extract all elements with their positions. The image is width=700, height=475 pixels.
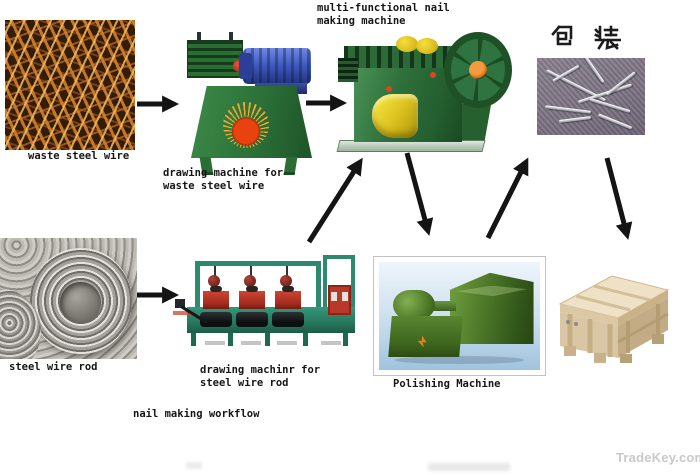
counterweight-ball: [280, 275, 292, 287]
machine-leg: [265, 333, 270, 346]
machine-leg: [228, 333, 233, 346]
motor: [393, 290, 436, 321]
steel-wire-rod-photo: [0, 238, 137, 359]
nail-machine-label: multi-functional nail making machine: [317, 2, 450, 27]
ground-shadow: [395, 355, 524, 364]
waste-steel-wire-photo: [5, 20, 135, 150]
nail-chute: [372, 94, 418, 138]
hanger-stem: [214, 266, 216, 276]
die-block: [239, 286, 265, 309]
drawing-drum: [236, 312, 268, 327]
packing-label-glyphs: [551, 25, 621, 50]
faint-watermark-smudge: [186, 462, 202, 469]
model-tag: [205, 341, 225, 345]
machine-leg: [303, 333, 308, 346]
red-knob: [386, 86, 392, 92]
drawing-machine-waste-graphic: [185, 28, 318, 175]
nail-making-machine-graphic: [336, 30, 512, 154]
polishing-drum: [449, 272, 534, 345]
red-knob: [430, 72, 436, 78]
arrow-drawingrod-to-nailmachine: [306, 157, 363, 244]
model-tag: [241, 341, 261, 345]
red-marking: [173, 311, 195, 315]
drawing-machine-rod-graphic: [173, 255, 358, 351]
takeup-spooler: [328, 285, 351, 315]
drawing-drum: [272, 312, 304, 327]
roller-unit: [187, 32, 243, 78]
die-block: [275, 286, 301, 309]
waste-steel-wire-label: waste steel wire: [28, 150, 130, 162]
die-block: [203, 286, 229, 309]
polishing-machine-graphic: [373, 256, 546, 376]
faint-watermark-smudge: [428, 463, 510, 471]
gantry-post: [316, 261, 321, 311]
drawing-machine-rod-label: drawing machinr for steel wire rod: [200, 364, 321, 389]
counterweight-ball: [208, 275, 220, 287]
motor: [239, 48, 311, 84]
yellow-cap: [416, 38, 438, 54]
machine-top-mechanism: [344, 46, 470, 68]
arrow-nails-to-crate: [604, 157, 633, 240]
gantry-post: [195, 261, 200, 311]
packing-crate-graphic: [558, 275, 670, 363]
gantry-bar: [195, 261, 321, 266]
arrow-polishing-to-nails: [485, 157, 529, 240]
hanger-stem: [250, 266, 252, 276]
hanger-stem: [286, 266, 288, 276]
flywheel: [444, 32, 512, 108]
logo-spark: [417, 335, 427, 348]
model-tag: [277, 341, 297, 345]
polishing-machine-label: Polishing Machine: [393, 378, 501, 390]
wire-coil-hole: [60, 281, 102, 323]
drawing-drum: [200, 312, 232, 327]
counterweight-ball: [244, 275, 256, 287]
sunrise-emblem: [223, 102, 269, 148]
model-tag: [321, 341, 341, 345]
flywheel-hub: [469, 61, 487, 79]
tradekey-watermark: TradeKey.com: [616, 450, 700, 465]
machine-leg: [191, 333, 196, 346]
nails-photo: [537, 58, 645, 135]
drawing-machine-waste-label: drawing machine for waste steel wire: [163, 167, 284, 192]
drive-shaft: [427, 300, 457, 311]
wire-inlet: [175, 299, 185, 308]
yellow-cap: [396, 36, 418, 52]
steel-wire-rod-label: steel wire rod: [9, 361, 98, 373]
arrow-nailmachine-to-polishing: [404, 152, 434, 236]
workflow-title: nail making workflow: [133, 408, 260, 420]
wire-feed-head: [338, 58, 358, 82]
machine-leg: [343, 333, 348, 346]
